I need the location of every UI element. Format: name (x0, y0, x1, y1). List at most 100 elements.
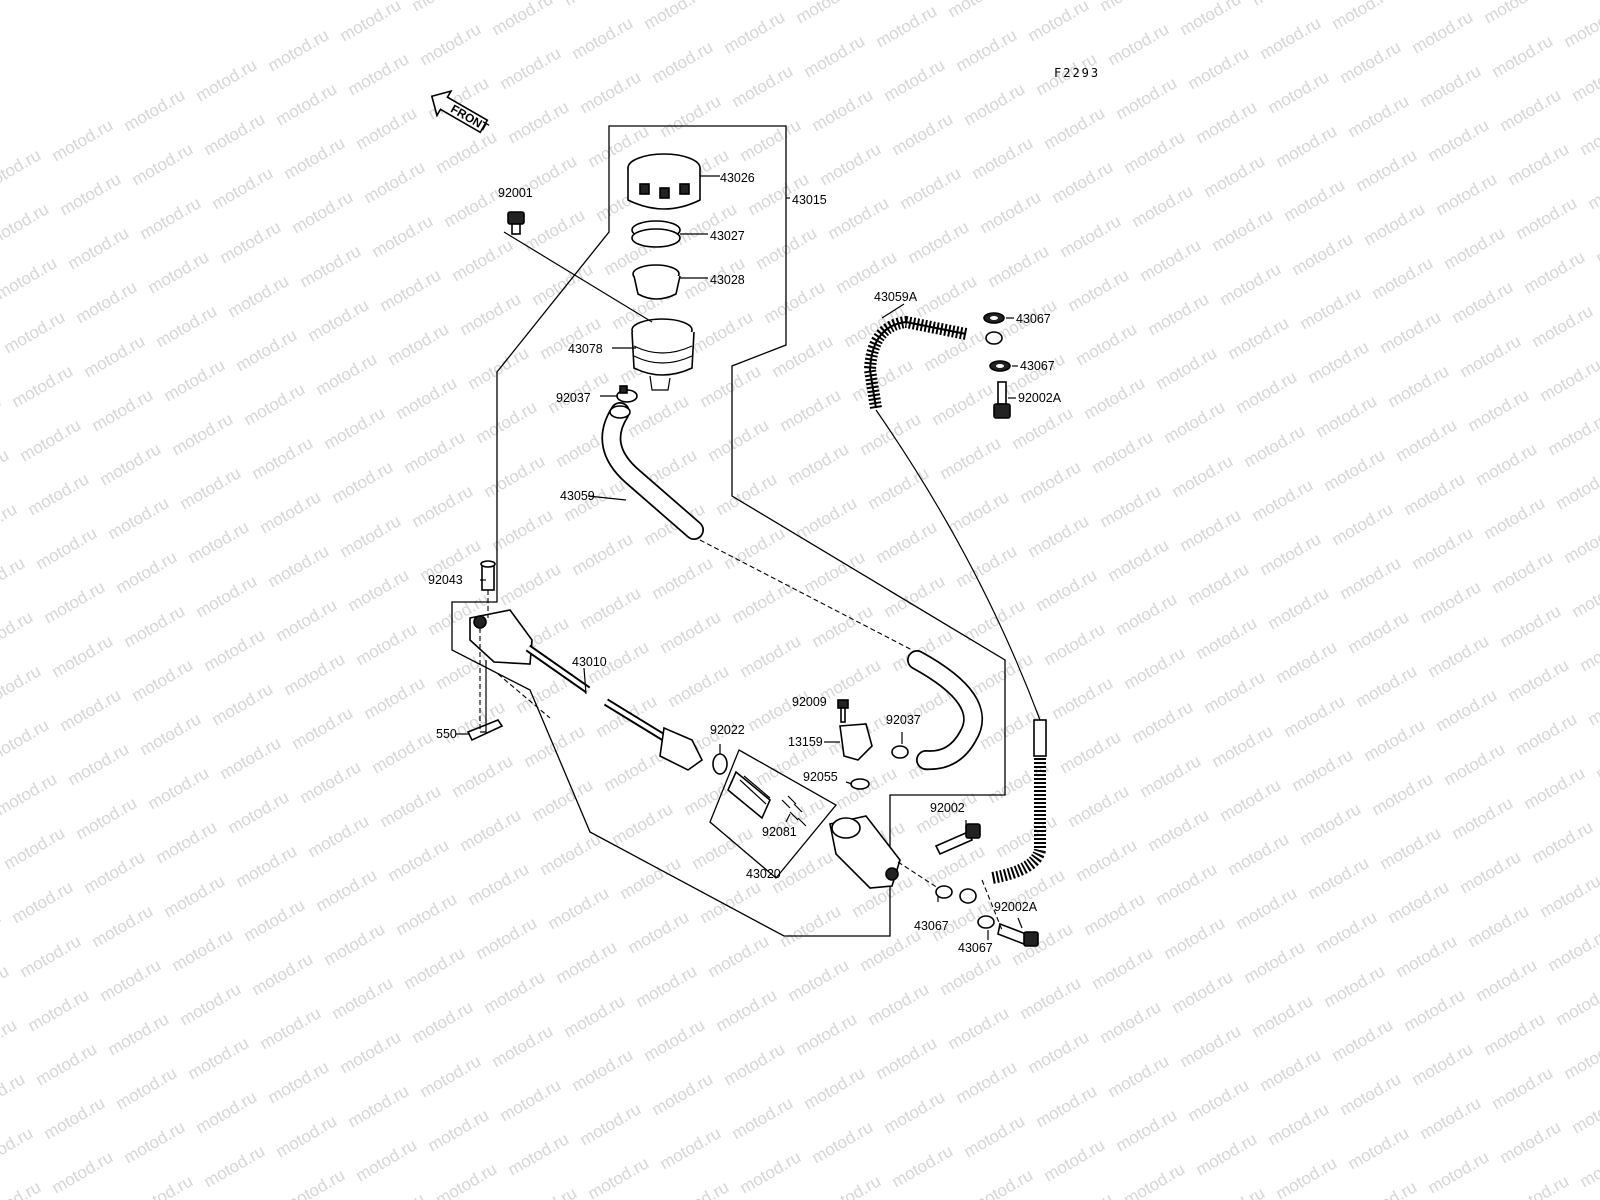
watermark-text: motod.ru (497, 1075, 565, 1125)
watermark-text: motod.ru (273, 595, 341, 645)
label-43067-d: 43067 (958, 941, 993, 955)
watermark-text: motod.ru (489, 1021, 557, 1071)
watermark-text: motod.ru (345, 1081, 413, 1131)
watermark-text: motod.ru (633, 961, 701, 1011)
watermark-text: motod.ru (873, 1, 941, 51)
watermark-text: motod.ru (665, 1177, 733, 1200)
label-92022: 92022 (710, 723, 745, 737)
watermark-text: motod.ru (961, 595, 1029, 645)
watermark-text: motod.ru (809, 1117, 877, 1167)
watermark-text: motod.ru (1465, 385, 1533, 435)
watermark-text: motod.ru (385, 835, 453, 885)
watermark-text: motod.ru (1025, 0, 1093, 45)
watermark-text: motod.ru (1361, 199, 1429, 249)
label-92055: 92055 (803, 770, 838, 784)
watermark-text: motod.ru (1505, 1171, 1573, 1200)
watermark-text: motod.ru (1073, 319, 1141, 369)
watermark-text: motod.ru (585, 1153, 653, 1200)
watermark-text: motod.ru (1561, 1, 1600, 51)
watermark-text: motod.ru (409, 997, 477, 1047)
watermark-text: motod.ru (1081, 373, 1149, 423)
watermark-text: motod.ru (409, 0, 477, 15)
watermark-text: motod.ru (25, 985, 93, 1035)
watermark-text: motod.ru (377, 781, 445, 831)
watermark-text: motod.ru (1337, 553, 1405, 603)
watermark-text: motod.ru (41, 1093, 109, 1143)
label-92001: 92001 (498, 186, 533, 200)
watermark-text: motod.ru (129, 655, 197, 705)
watermark-text: motod.ru (1041, 619, 1109, 669)
watermark-text: motod.ru (705, 931, 773, 981)
o-ring-92055 (850, 778, 870, 790)
watermark-text: motod.ru (1137, 751, 1205, 801)
watermark-text: motod.ru (1353, 145, 1421, 195)
watermark-text: motod.ru (201, 109, 269, 159)
watermark-text: motod.ru (777, 901, 845, 951)
watermark-text: motod.ru (9, 361, 77, 411)
watermark-text: motod.ru (185, 517, 253, 567)
watermark-text: motod.ru (785, 439, 853, 489)
watermark-text: motod.ru (1553, 463, 1600, 513)
washer-43067-c (935, 885, 953, 899)
watermark-text: motod.ru (1513, 709, 1581, 759)
watermark-text: motod.ru (33, 523, 101, 573)
watermark-text: motod.ru (1033, 1081, 1101, 1131)
watermark-text: motod.ru (361, 1189, 429, 1200)
label-43059A: 43059A (874, 290, 918, 304)
watermark-text: motod.ru (1153, 343, 1221, 393)
watermark-text: motod.ru (713, 0, 781, 3)
watermark-text: motod.ru (1337, 37, 1405, 87)
watermark-text: motod.ru (1185, 1075, 1253, 1125)
watermark-text: motod.ru (297, 241, 365, 291)
watermark-text: motod.ru (609, 799, 677, 849)
watermark-text: motod.ru (1457, 847, 1525, 897)
watermark-text: motod.ru (9, 877, 77, 927)
watermark-text: motod.ru (145, 763, 213, 813)
watermark-text: motod.ru (1201, 1183, 1269, 1200)
watermark-text: motod.ru (961, 1111, 1029, 1161)
watermark-text: motod.ru (945, 1003, 1013, 1053)
watermark-text: motod.ru (569, 13, 637, 63)
watermark-text: motod.ru (1057, 211, 1125, 261)
watermark-text: motod.ru (0, 769, 60, 819)
watermark-text: motod.ru (1329, 0, 1397, 33)
watermark-text: motod.ru (1201, 151, 1269, 201)
watermark-text: motod.ru (865, 463, 933, 513)
watermark-text: motod.ru (1041, 103, 1109, 153)
watermark-text: motod.ru (345, 565, 413, 615)
watermark-text: motod.ru (1121, 643, 1189, 693)
watermark-text: motod.ru (1089, 427, 1157, 477)
watermark-text: motod.ru (1161, 397, 1229, 447)
watermark-text: motod.ru (1537, 355, 1600, 405)
watermark-text: motod.ru (577, 1099, 645, 1149)
watermark-text: motod.ru (1049, 673, 1117, 723)
watermark-text: motod.ru (713, 985, 781, 1035)
watermark-text: motod.ru (1433, 685, 1501, 735)
watermark-text: motod.ru (129, 1171, 197, 1200)
watermark-text: motod.ru (1529, 301, 1597, 351)
watermark-text: motod.ru (1377, 823, 1445, 873)
watermark-text: motod.ru (281, 649, 349, 699)
watermark-text: motod.ru (1297, 283, 1365, 333)
watermark-text: motod.ru (1073, 835, 1141, 885)
watermark-text: motod.ru (1537, 871, 1600, 921)
watermark-text: motod.ru (401, 943, 469, 993)
watermark-text: motod.ru (1065, 265, 1133, 315)
watermark-text: motod.ru (1553, 979, 1600, 1029)
watermark-text: motod.ru (1049, 1189, 1117, 1200)
watermark-text: motod.ru (1113, 73, 1181, 123)
watermark-text: motod.ru (801, 31, 869, 81)
watermark-text: motod.ru (657, 1123, 725, 1173)
watermark-text: motod.ru (1449, 277, 1517, 327)
watermark-text: motod.ru (529, 775, 597, 825)
push-rod-43010 (469, 609, 704, 771)
watermark-text: motod.ru (873, 517, 941, 567)
watermark-text: motod.ru (1177, 1021, 1245, 1071)
watermark-text: motod.ru (1177, 0, 1245, 39)
watermark-text: motod.ru (0, 445, 12, 495)
watermark-text: motod.ru (729, 61, 797, 111)
watermark-text: motod.ru (969, 1165, 1037, 1200)
watermark-text: motod.ru (577, 67, 645, 117)
hose-clamp-92037-top (616, 385, 638, 403)
watermark-text: motod.ru (1417, 577, 1485, 627)
